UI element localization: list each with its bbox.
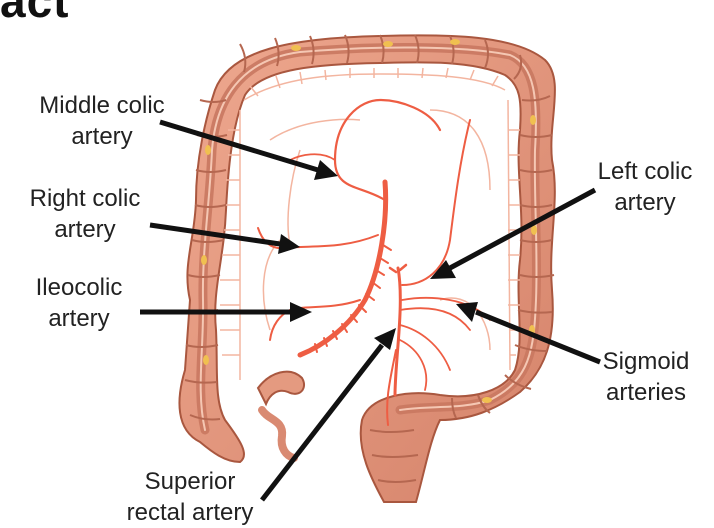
colon-outline <box>179 35 554 502</box>
colon <box>179 35 554 502</box>
terminal-ileum <box>258 372 304 404</box>
marginal-arcades <box>220 68 520 380</box>
label-left-colic-artery: Left colic artery <box>580 156 710 218</box>
label-middle-colic-artery: Middle colic artery <box>12 90 192 152</box>
label-right-colic-artery: Right colic artery <box>10 183 160 245</box>
label-sigmoid-arteries: Sigmoid arteries <box>586 346 706 408</box>
label-superior-rectal-artery: Superior rectal artery <box>100 466 280 528</box>
appendix <box>262 410 294 458</box>
inferior-mesenteric-artery <box>395 268 400 395</box>
ileocolic-artery <box>270 300 360 340</box>
epiploic-appendages <box>201 39 537 403</box>
superior-mesenteric-artery <box>300 182 386 355</box>
label-ileocolic-artery: Ileocolic artery <box>4 272 154 334</box>
